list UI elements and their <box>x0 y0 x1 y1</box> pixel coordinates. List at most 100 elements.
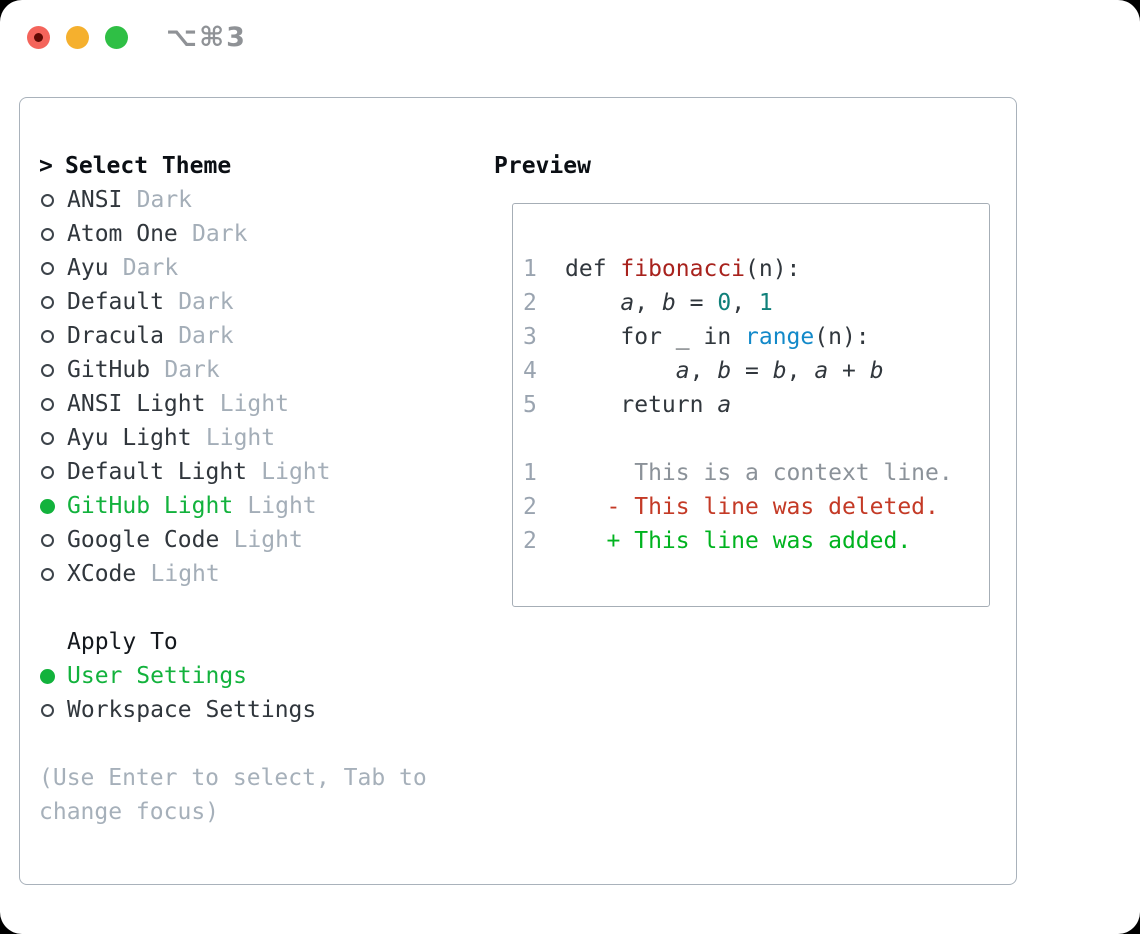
code-segment: (n): <box>814 324 870 350</box>
code-segment: a <box>675 358 690 384</box>
radio-icon <box>41 431 54 445</box>
radio-icon <box>41 261 54 275</box>
select-theme-title: Select Theme <box>65 153 232 179</box>
titlebar: ⌥⌘3 <box>0 0 1140 75</box>
code-segment: b <box>869 358 884 384</box>
prompt-caret-icon: > <box>39 153 53 179</box>
option-label: Workspace Settings <box>67 697 317 723</box>
radio-selected-icon <box>40 498 55 514</box>
line-number: 2 <box>523 494 537 520</box>
option-label: GitHub Light <box>67 493 234 519</box>
option-label: Default Light <box>67 459 248 485</box>
option-label: Ayu Light <box>67 425 192 451</box>
line-number: 5 <box>523 392 537 418</box>
code-segment: , <box>634 290 662 316</box>
option-label: GitHub <box>67 357 151 383</box>
preview-line: 2 + This line was added. <box>523 524 989 558</box>
line-number: 1 <box>523 460 537 486</box>
theme-option-github-light[interactable]: GitHub Light Light <box>39 489 485 523</box>
preview-line: 2 - This line was deleted. <box>523 490 989 524</box>
theme-option-default[interactable]: Default Dark <box>39 285 485 319</box>
line-number: 2 <box>523 528 537 554</box>
maximize-button[interactable] <box>105 26 128 49</box>
option-label: ANSI Light <box>67 391 206 417</box>
theme-option-ayu-light[interactable]: Ayu Light Light <box>39 421 485 455</box>
close-button[interactable] <box>27 26 50 49</box>
theme-option-xcode[interactable]: XCode Light <box>39 557 485 591</box>
option-label: User Settings <box>67 663 248 689</box>
line-number: 4 <box>523 358 537 384</box>
code-segment: a <box>814 358 829 384</box>
code-segment: = <box>731 358 773 384</box>
code-segment: , <box>786 358 815 384</box>
radio-icon <box>41 567 54 581</box>
code-segment: 0 <box>717 290 732 316</box>
line-number: 1 <box>523 256 537 282</box>
option-label: Ayu <box>67 255 109 281</box>
radio-icon <box>41 397 54 411</box>
option-label: Google Code <box>67 527 220 553</box>
code-segment: return <box>565 392 718 418</box>
apply-option-workspace-settings[interactable]: Workspace Settings <box>39 693 485 727</box>
code-segment: b <box>717 358 732 384</box>
line-number <box>523 422 537 456</box>
code-segment: 1 <box>758 290 773 316</box>
variant-tag: Light <box>219 391 289 417</box>
code-segment: range <box>745 324 815 350</box>
variant-tag: Dark <box>164 357 220 383</box>
radio-selected-icon <box>40 668 55 684</box>
preview-line: 2 a, b = 0, 1 <box>523 286 989 320</box>
window-shortcut-label: ⌥⌘3 <box>166 22 247 53</box>
preview-line: 4 a, b = b, a + b <box>523 354 989 388</box>
radio-icon <box>41 329 54 343</box>
code-segment <box>565 286 620 320</box>
code-segment: fibonacci <box>620 256 746 282</box>
radio-icon <box>41 465 54 479</box>
variant-tag: Light <box>205 425 276 451</box>
radio-icon <box>41 533 54 547</box>
option-label: Atom One <box>67 221 178 247</box>
option-label: XCode <box>67 561 137 587</box>
line-number: 2 <box>523 290 537 316</box>
radio-icon <box>41 363 54 377</box>
line-number: 3 <box>523 324 537 350</box>
keyboard-hint: (Use Enter to select, Tab to change focu… <box>39 765 427 825</box>
code-segment: + <box>828 358 870 384</box>
variant-tag: Dark <box>178 289 234 315</box>
variant-tag: Light <box>247 493 317 519</box>
code-segment: + This line was added. <box>565 528 912 554</box>
minimize-button[interactable] <box>66 26 89 49</box>
close-dot-icon <box>34 33 43 42</box>
theme-option-ayu[interactable]: Ayu Dark <box>39 251 485 285</box>
apply-option-user-settings[interactable]: User Settings <box>39 659 485 693</box>
code-segment: b <box>661 290 676 316</box>
code-segment: for _ in <box>565 324 746 350</box>
preview-title: Preview <box>494 153 591 179</box>
preview-line: 5 return a <box>523 388 989 422</box>
variant-tag: Dark <box>122 255 179 281</box>
variant-tag: Dark <box>136 187 193 213</box>
variant-tag: Light <box>150 561 220 587</box>
theme-option-github[interactable]: GitHub Dark <box>39 353 485 387</box>
variant-tag: Dark <box>178 323 234 349</box>
preview-line: 1 This is a context line. <box>523 456 989 490</box>
select-theme-header: > Select Theme <box>39 149 485 183</box>
theme-option-atom-one[interactable]: Atom One Dark <box>39 217 485 251</box>
theme-option-ansi-light[interactable]: ANSI Light Light <box>39 387 485 421</box>
option-label: Default <box>67 289 164 315</box>
theme-option-dracula[interactable]: Dracula Dark <box>39 319 485 353</box>
code-segment <box>565 354 676 388</box>
option-label: Dracula <box>67 323 164 349</box>
variant-tag: Dark <box>192 221 248 247</box>
code-segment: - This line was deleted. <box>565 494 939 520</box>
radio-icon <box>41 295 54 309</box>
